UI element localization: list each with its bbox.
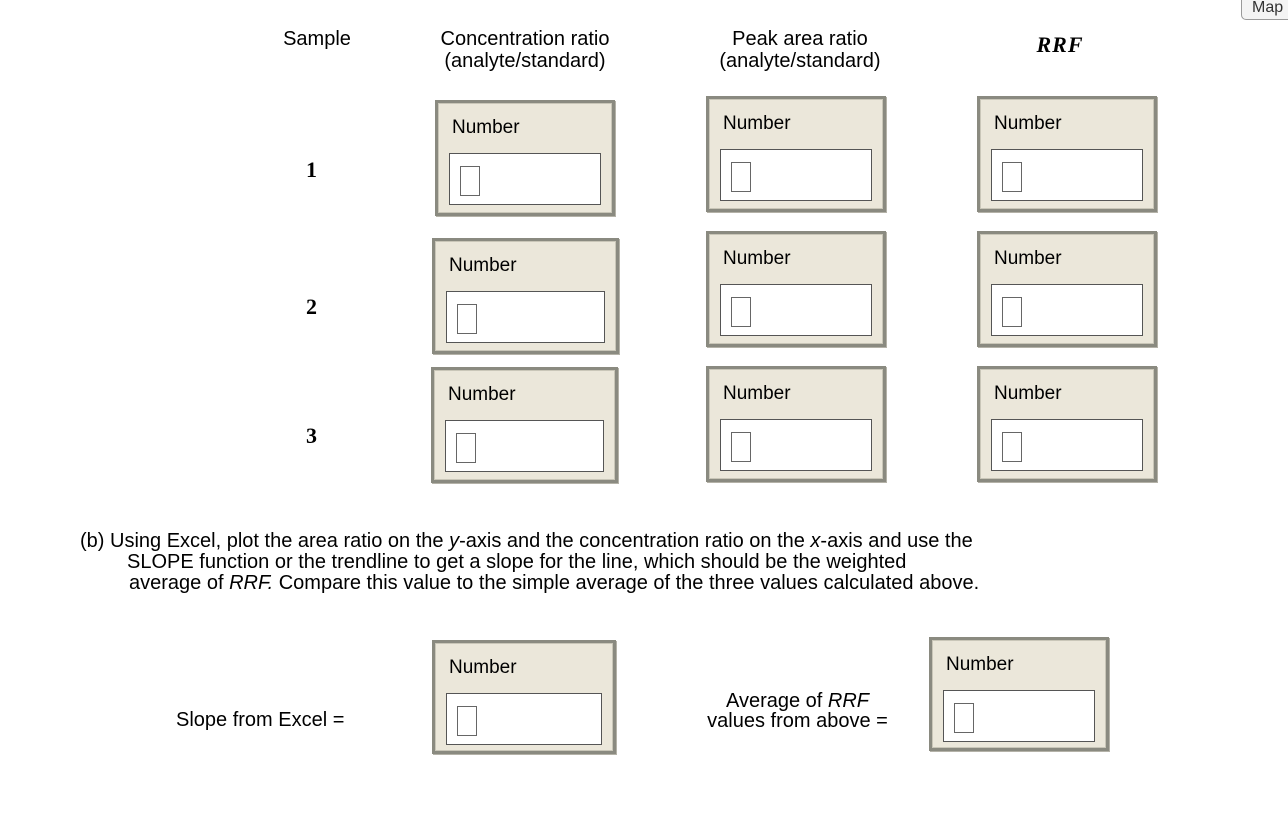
text-cursor-icon [460, 166, 480, 196]
peak-area-ratio-input-1[interactable] [720, 149, 872, 201]
text-cursor-icon [731, 162, 751, 192]
part-b-y-axis: y [449, 530, 460, 552]
part-b-line-1: (b) Using Excel, plot the area ratio on … [80, 531, 1260, 552]
number-box-peak-1: Number [706, 96, 886, 212]
text-cursor-icon [457, 706, 477, 736]
row-number-2: 2 [306, 294, 317, 319]
average-rrf-label: Average of RRF values from above = [680, 691, 915, 731]
number-box-peak-2: Number [706, 231, 886, 347]
number-label: Number [994, 383, 1062, 404]
rrf-input-2[interactable] [991, 284, 1143, 336]
map-button-label: Map [1252, 0, 1284, 16]
number-label: Number [723, 248, 791, 269]
number-label: Number [449, 255, 517, 276]
text-cursor-icon [456, 433, 476, 463]
part-b-text: average of [129, 572, 230, 594]
peak-area-ratio-input-3[interactable] [720, 419, 872, 471]
number-box-peak-3: Number [706, 366, 886, 482]
rrf-input-1[interactable] [991, 149, 1143, 201]
text-cursor-icon [1002, 297, 1022, 327]
text-cursor-icon [1002, 432, 1022, 462]
number-box-conc-3: Number [431, 367, 618, 483]
slope-label: Slope from Excel = [176, 709, 345, 731]
average-label-rrf: RRF [827, 690, 870, 712]
header-peak-line1: Peak area ratio [732, 28, 868, 50]
number-box-conc-2: Number [432, 238, 619, 354]
row-number-3: 3 [306, 423, 317, 448]
part-b-text: (b) Using Excel, plot the area ratio on … [80, 530, 450, 552]
number-label: Number [994, 113, 1062, 134]
average-rrf-input[interactable] [943, 690, 1095, 742]
slope-input[interactable] [446, 693, 602, 745]
peak-area-ratio-input-2[interactable] [720, 284, 872, 336]
map-button[interactable]: Map [1241, 0, 1288, 20]
header-concentration-line1: Concentration ratio [440, 28, 610, 50]
header-peak-line2: (analyte/standard) [719, 50, 881, 72]
average-label-text: Average of [725, 690, 828, 712]
number-label: Number [452, 117, 520, 138]
number-label: Number [723, 383, 791, 404]
number-label: Number [723, 113, 791, 134]
part-b-instructions: (b) Using Excel, plot the area ratio on … [80, 531, 1260, 594]
number-label: Number [946, 654, 1014, 675]
number-label: Number [448, 384, 516, 405]
row-number-1: 1 [306, 157, 317, 182]
number-label: Number [449, 657, 517, 678]
header-concentration-ratio: Concentration ratio (analyte/standard) [400, 28, 650, 72]
header-sample: Sample [283, 28, 351, 50]
concentration-ratio-input-3[interactable] [445, 420, 604, 472]
text-cursor-icon [954, 703, 974, 733]
concentration-ratio-input-2[interactable] [446, 291, 605, 343]
text-cursor-icon [731, 297, 751, 327]
part-b-rrf: RRF. [229, 572, 274, 594]
header-peak-area-ratio: Peak area ratio (analyte/standard) [680, 28, 920, 72]
number-box-rrf-1: Number [977, 96, 1157, 212]
part-b-text: -axis and use the [820, 530, 973, 552]
part-b-text: -axis and the concentration ratio on the [459, 530, 811, 552]
number-box-rrf-3: Number [977, 366, 1157, 482]
number-label: Number [994, 248, 1062, 269]
number-box-slope: Number [432, 640, 616, 754]
part-b-x-axis: x [810, 530, 821, 552]
text-cursor-icon [731, 432, 751, 462]
average-label-line-2: values from above = [707, 710, 888, 732]
header-rrf: RRF [1036, 32, 1084, 57]
header-concentration-line2: (analyte/standard) [444, 50, 606, 72]
text-cursor-icon [457, 304, 477, 334]
part-b-text: Compare this value to the simple average… [273, 572, 980, 594]
number-box-conc-1: Number [435, 100, 615, 216]
average-label-line-1: Average of RRF [680, 691, 915, 711]
part-b-line-2: SLOPE function or the trendline to get a… [127, 551, 907, 573]
rrf-input-3[interactable] [991, 419, 1143, 471]
text-cursor-icon [1002, 162, 1022, 192]
concentration-ratio-input-1[interactable] [449, 153, 601, 205]
part-b-line-3: average of RRF. Compare this value to th… [80, 573, 1260, 594]
number-box-average: Number [929, 637, 1109, 751]
number-box-rrf-2: Number [977, 231, 1157, 347]
